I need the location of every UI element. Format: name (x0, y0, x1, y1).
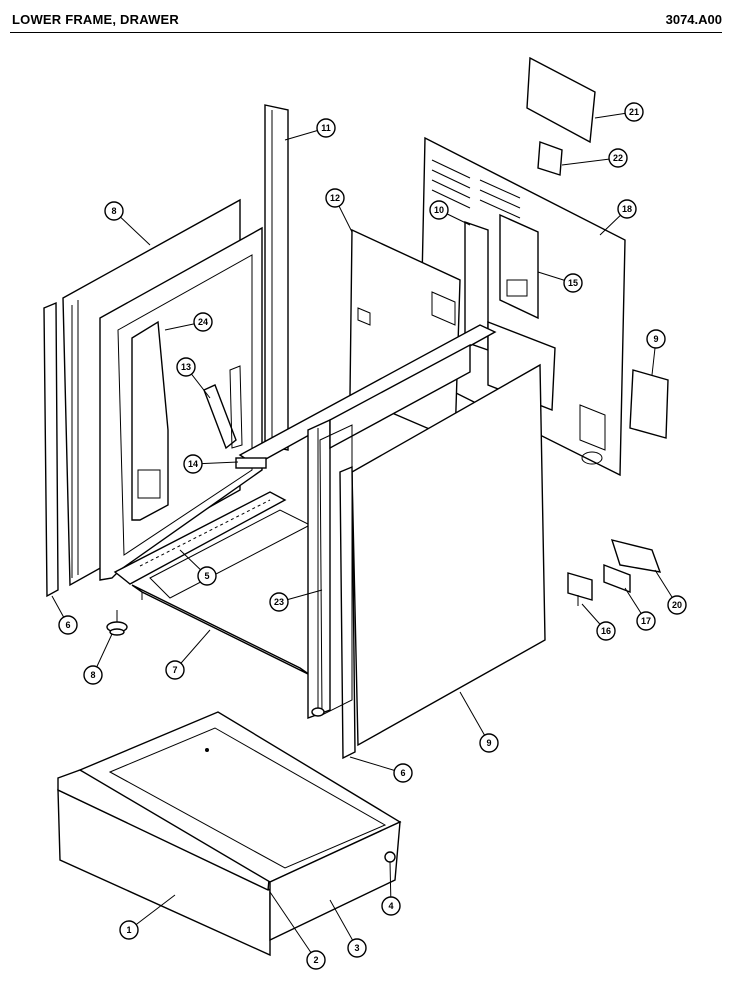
callout-label: 23 (274, 597, 284, 607)
part-8-leveling-leg (106, 610, 128, 636)
callout-circle (608, 148, 628, 168)
callout-circle (165, 660, 185, 680)
part-3-drawer-side (269, 820, 401, 942)
callout-label: 11 (321, 123, 331, 133)
callout-label: 17 (641, 616, 651, 626)
callout-label: 8 (111, 206, 116, 216)
part-6-trim-right (339, 465, 356, 760)
part-right-front-upright (307, 418, 331, 719)
callout-label: 3 (354, 943, 359, 953)
callout-label: 9 (653, 334, 658, 344)
callout-circle (667, 595, 687, 615)
callout-label: 13 (181, 362, 191, 372)
callout-label: 21 (629, 107, 639, 117)
callout-circle (347, 938, 367, 958)
callouts: 1 2 3 4 5 6 6 7 8 8 9 9 10 11 12 13 14 (58, 102, 687, 970)
part-14-clip (235, 457, 267, 469)
callout-circle (197, 566, 217, 586)
callout-circle (83, 665, 103, 685)
callout-label: 7 (172, 665, 177, 675)
back-panel-vents (431, 159, 521, 219)
callout-label: 6 (400, 768, 405, 778)
part-19-panel (629, 369, 669, 439)
callout-label: 20 (672, 600, 682, 610)
callout-label: 2 (313, 955, 318, 965)
callout-label: 5 (204, 571, 209, 581)
diagram-code: 3074.A00 (665, 12, 722, 27)
callout-circle (325, 188, 345, 208)
callout-circle (316, 118, 336, 138)
callout-circle (624, 102, 644, 122)
part-4-roller (384, 851, 396, 863)
header: LOWER FRAME, DRAWER 3074.A00 (0, 0, 736, 40)
callout-label: 12 (330, 193, 340, 203)
callout-circle (479, 733, 499, 753)
callout-circle (393, 763, 413, 783)
part-21-plate (526, 56, 596, 144)
callout-circle (646, 329, 666, 349)
callout-label: 15 (568, 278, 578, 288)
part-20-bracket (610, 539, 662, 573)
callout-label: 1 (126, 925, 131, 935)
callout-circle (381, 896, 401, 916)
callout-label: 10 (434, 205, 444, 215)
diagram-title: LOWER FRAME, DRAWER (12, 12, 180, 27)
callout-circle (596, 621, 616, 641)
callout-circle (269, 592, 289, 612)
callout-circle (183, 454, 203, 474)
part-11-upright (264, 104, 289, 451)
callout-label: 9 (486, 738, 491, 748)
part-15-bracket (499, 213, 539, 320)
callout-circle (193, 312, 213, 332)
callout-circle (617, 199, 637, 219)
callout-circle (636, 611, 656, 631)
callout-label: 18 (622, 204, 632, 214)
callout-label: 4 (388, 901, 393, 911)
part-6-trim-left (43, 301, 59, 598)
callout-label: 24 (198, 317, 208, 327)
callout-label: 22 (613, 153, 623, 163)
part-16-bracket (567, 572, 593, 601)
callout-circle (119, 920, 139, 940)
part-22-plate (537, 141, 563, 176)
callout-label: 14 (188, 459, 198, 469)
header-rule (10, 32, 722, 33)
callout-circle (176, 357, 196, 377)
callout-label: 6 (65, 620, 70, 630)
callout-circle (306, 950, 326, 970)
callout-label: 8 (90, 670, 95, 680)
callout-circle (429, 200, 449, 220)
part-5-front-rail (113, 491, 287, 585)
callout-label: 16 (601, 626, 611, 636)
callout-circle (563, 273, 583, 293)
part-9-side-panel (351, 363, 546, 747)
part-13-hinge (203, 384, 237, 450)
callout-circle (104, 201, 124, 221)
callout-circle (58, 615, 78, 635)
part-right-mid-upright (329, 343, 471, 450)
part-17-bracket (603, 563, 631, 594)
